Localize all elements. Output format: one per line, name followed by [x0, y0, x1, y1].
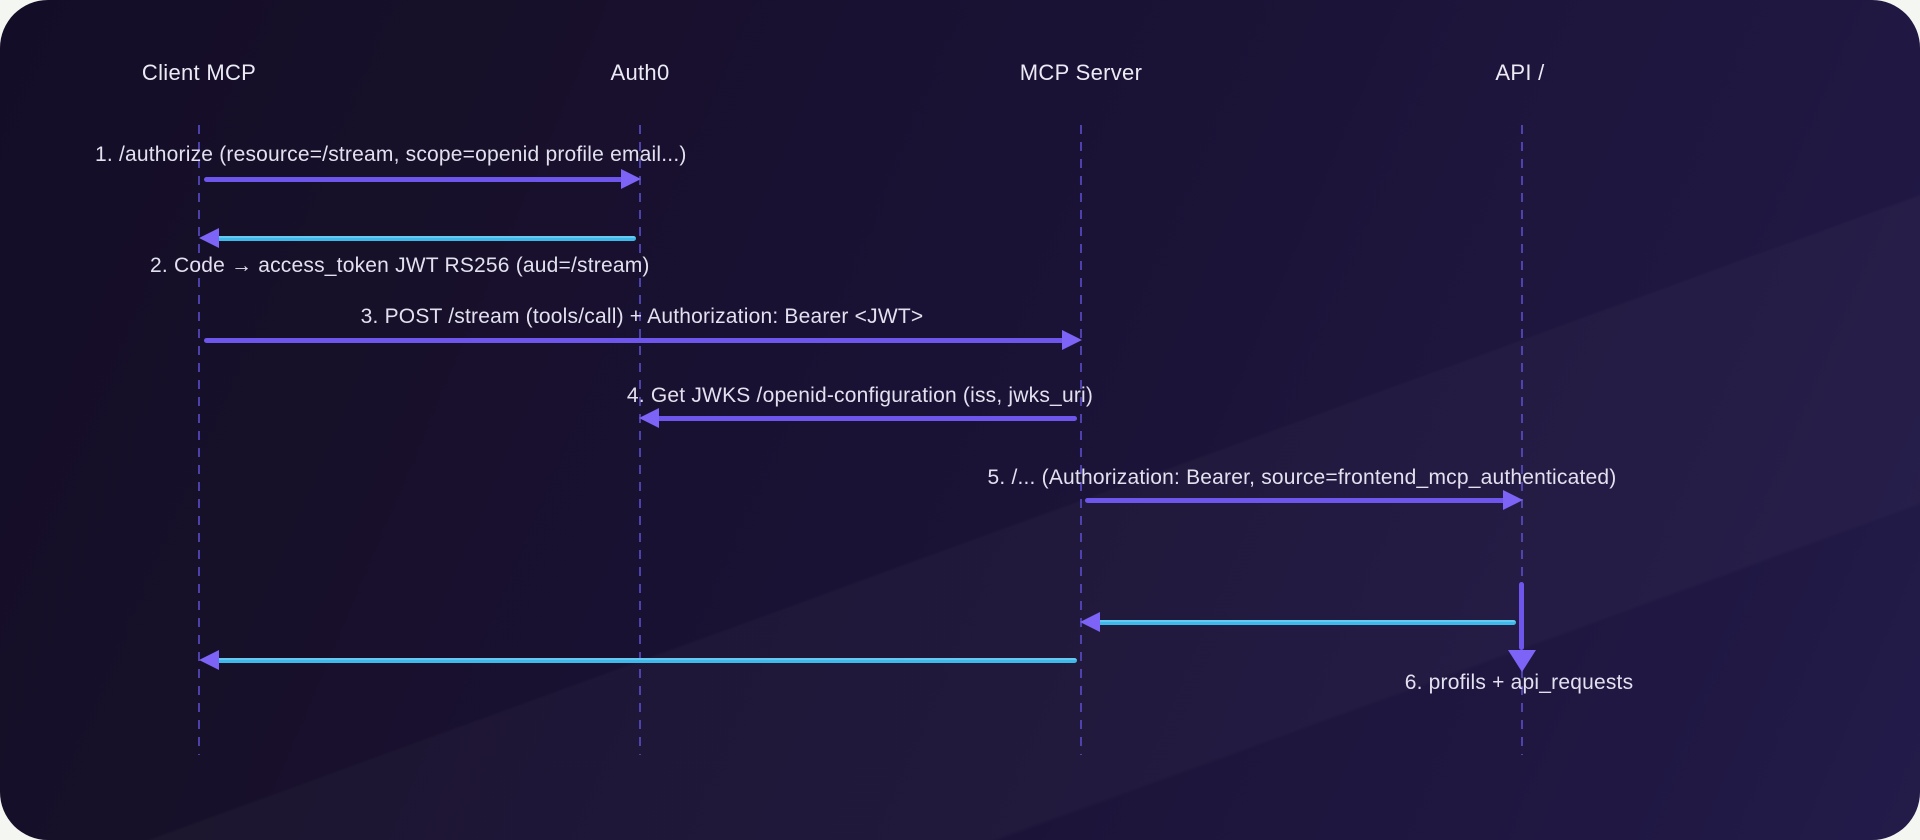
message-4-label: 4. Get JWKS /openid-configuration (iss, … — [626, 384, 1094, 407]
lifeline-auth0 — [639, 125, 641, 755]
lifeline-mcp-server — [1080, 125, 1082, 755]
message-3-arrow — [200, 330, 1082, 350]
actor-mcp-server: MCP Server — [1019, 60, 1143, 85]
message-3-label: 3. POST /stream (tools/call) + Authoriza… — [360, 305, 924, 328]
lifeline-client-mcp — [198, 125, 200, 755]
arrowhead-left-icon — [199, 650, 219, 670]
arrowhead-right-icon — [621, 169, 641, 189]
message-6-label: 6. profils + api_requests — [1404, 671, 1634, 694]
arrowhead-right-icon — [1503, 490, 1523, 510]
arrow-line — [1085, 620, 1516, 625]
actor-api: API / — [1495, 60, 1545, 85]
arrow-line — [1519, 582, 1524, 650]
actor-client-mcp: Client MCP — [141, 60, 257, 85]
arrowhead-down-icon — [1508, 650, 1536, 672]
message-2-label: 2. Code → access_token JWT RS256 (aud=/s… — [150, 254, 650, 277]
arrow-line — [204, 658, 1077, 663]
arrow-line — [1085, 498, 1518, 503]
arrowhead-left-icon — [639, 408, 659, 428]
arrowhead-left-icon — [1080, 612, 1100, 632]
arrow-line — [644, 416, 1077, 421]
arrow-line — [204, 236, 636, 241]
message-1-label: 1. /authorize (resource=/stream, scope=o… — [95, 143, 687, 166]
actor-auth0: Auth0 — [610, 60, 670, 85]
arrow-line — [204, 338, 1077, 343]
arrow-line — [204, 177, 636, 182]
arrowhead-left-icon — [199, 228, 219, 248]
message-5-arrow — [1081, 490, 1523, 510]
message-5-label: 5. /... (Authorization: Bearer, source=f… — [987, 466, 1617, 489]
message-4-arrow — [639, 408, 1081, 428]
message-1-arrow — [200, 169, 641, 189]
lifeline-api — [1521, 125, 1523, 755]
message-2-arrow — [199, 228, 640, 248]
message-6-arrow-mcp-to-client — [199, 650, 1081, 670]
message-6-arrow-api-to-mcp — [1080, 612, 1520, 632]
arrowhead-right-icon — [1062, 330, 1082, 350]
